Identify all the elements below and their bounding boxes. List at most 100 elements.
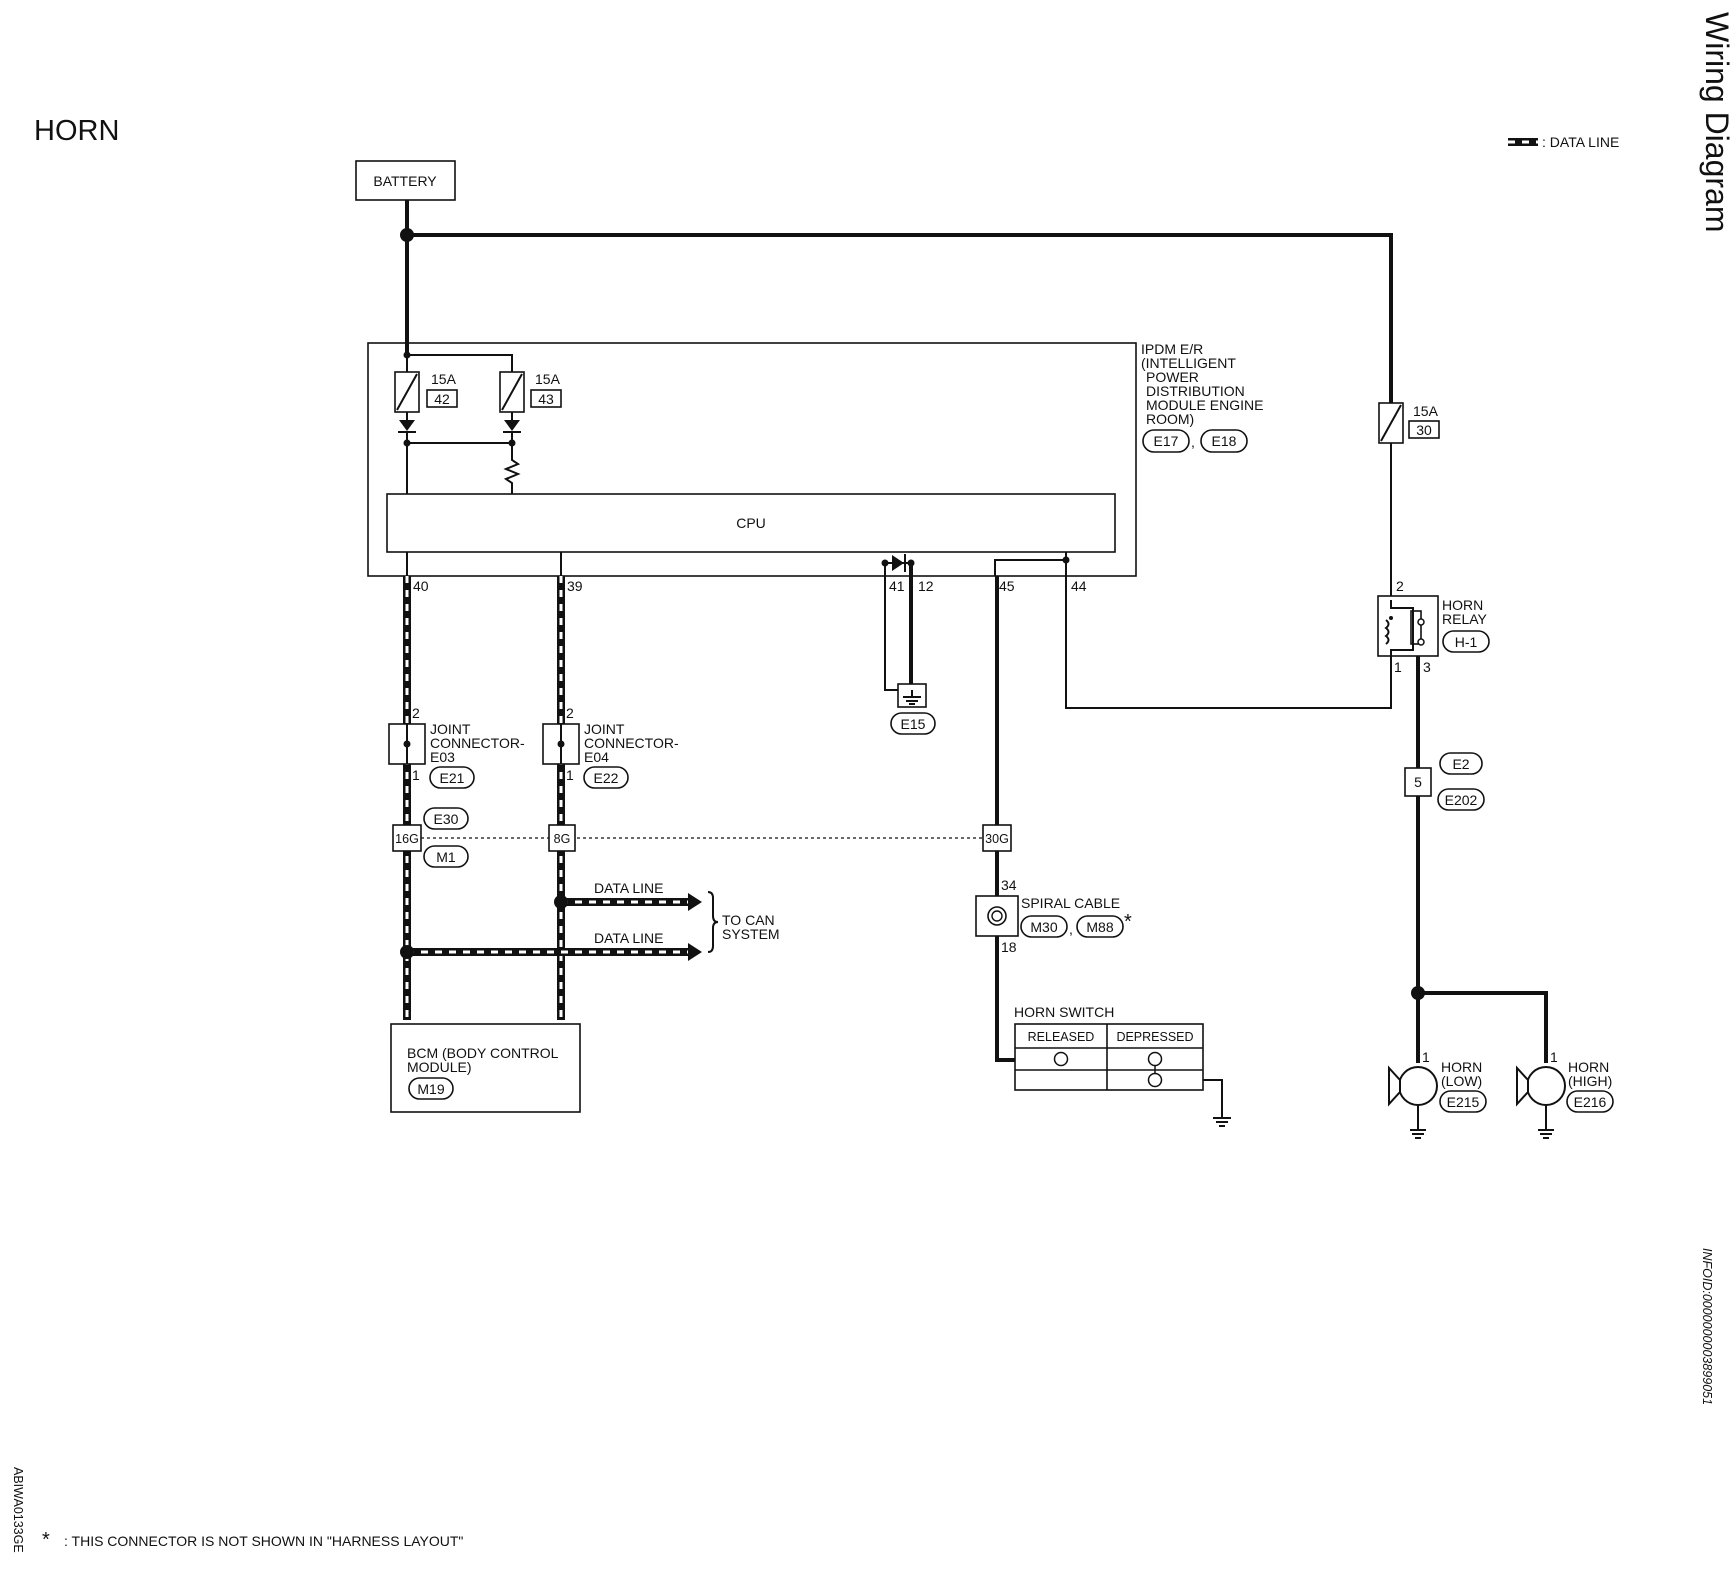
relay-terminal-3: 3 bbox=[1423, 659, 1431, 675]
ipdm-label-5: MODULE ENGINE bbox=[1146, 397, 1263, 413]
svg-text:2: 2 bbox=[566, 705, 574, 721]
can-data-lines: DATA LINE DATA LINE TO CAN SYSTEM bbox=[400, 576, 780, 1020]
svg-text:2: 2 bbox=[412, 705, 420, 721]
spiral-cable: SPIRAL CABLE M30 , M88 * bbox=[975, 895, 1132, 938]
horn-high-conn: E216 bbox=[1574, 1094, 1607, 1110]
figure-code: ABIWA0133GE bbox=[11, 1467, 25, 1553]
svg-text:30: 30 bbox=[1416, 422, 1432, 438]
page-title: HORN bbox=[34, 115, 119, 147]
svg-text:15A: 15A bbox=[535, 371, 561, 387]
harness-connector-e30-m1: E30 M1 16G 8G 30G bbox=[392, 807, 1012, 868]
ground-e15-conn: E15 bbox=[901, 716, 926, 732]
section-title: Wiring Diagram bbox=[1699, 12, 1734, 232]
cpu-label: CPU bbox=[736, 515, 766, 531]
svg-text:E17: E17 bbox=[1154, 433, 1179, 449]
horn-relay-label-2: RELAY bbox=[1442, 611, 1488, 627]
spiral-cable-label: SPIRAL CABLE bbox=[1021, 895, 1120, 911]
joint-e03-label-3: E03 bbox=[430, 749, 455, 765]
terminal-41: 41 bbox=[889, 578, 905, 594]
svg-text:M1: M1 bbox=[436, 849, 456, 865]
svg-text:1: 1 bbox=[412, 767, 420, 783]
bcm-module: 79 78 BCM (BODY CONTROL MODULE) M19 bbox=[390, 1023, 581, 1113]
joint-e04-label-1: JOINT bbox=[584, 721, 625, 737]
ipdm-module: IPDM E/R (INTELLIGENT POWER DISTRIBUTION… bbox=[367, 341, 1263, 577]
battery: BATTERY bbox=[355, 160, 456, 201]
joint-connector-e04: 2 1 JOINT CONNECTOR- E04 E22 bbox=[542, 705, 679, 789]
ground-e15: E15 bbox=[884, 563, 936, 735]
relay-terminal-1: 1 bbox=[1394, 659, 1402, 675]
terminal-45: 45 bbox=[999, 578, 1015, 594]
joint-e03-conn: E21 bbox=[440, 770, 465, 786]
connector-e18: E18 bbox=[1200, 429, 1248, 453]
joint-e04-label-3: E04 bbox=[584, 749, 609, 765]
battery-label: BATTERY bbox=[373, 173, 437, 189]
ipdm-label-4: DISTRIBUTION bbox=[1146, 383, 1245, 399]
inline-connector-e2: E2 5 E202 bbox=[1404, 752, 1485, 811]
bcm-conn: M19 bbox=[417, 1081, 444, 1097]
horn-relay-conn: H-1 bbox=[1455, 634, 1478, 650]
footnote-star: * bbox=[42, 1529, 50, 1551]
harness-pin-16g: 16G bbox=[395, 832, 419, 846]
horn-high-label-2: (HIGH) bbox=[1568, 1073, 1612, 1089]
svg-text:*: * bbox=[1124, 911, 1132, 933]
horn-switch-depressed: DEPRESSED bbox=[1116, 1030, 1193, 1044]
svg-text:1: 1 bbox=[1550, 1049, 1558, 1065]
connector-e17: E17 bbox=[1142, 429, 1190, 453]
cpu-block: CPU bbox=[386, 493, 1116, 553]
horn-low-label-1: HORN bbox=[1441, 1059, 1482, 1075]
ipdm-conn-sep: , bbox=[1191, 434, 1195, 450]
ipdm-label-6: ROOM) bbox=[1146, 411, 1194, 427]
spiral-conn-m30: M30 bbox=[1030, 919, 1057, 935]
horn-high: 1 HORN (HIGH) E216 bbox=[1516, 1049, 1614, 1139]
horn-high-label-1: HORN bbox=[1568, 1059, 1609, 1075]
terminal-12: 12 bbox=[918, 578, 934, 594]
horn-switch: HORN SWITCH RELEASED DEPRESSED bbox=[1014, 1004, 1231, 1127]
bcm-label-1: BCM (BODY CONTROL bbox=[407, 1045, 559, 1061]
svg-text:43: 43 bbox=[538, 391, 554, 407]
data-line-label-1: DATA LINE bbox=[594, 880, 664, 896]
bcm-label-2: MODULE) bbox=[407, 1059, 472, 1075]
svg-text:15A: 15A bbox=[431, 371, 457, 387]
horn-switch-released: RELEASED bbox=[1028, 1030, 1095, 1044]
terminal-39: 39 bbox=[567, 578, 583, 594]
horn-low-label-2: (LOW) bbox=[1441, 1073, 1482, 1089]
terminal-44: 44 bbox=[1071, 578, 1087, 594]
svg-text:E2: E2 bbox=[1452, 756, 1469, 772]
svg-text:E18: E18 bbox=[1212, 433, 1237, 449]
data-line-legend: : DATA LINE bbox=[1508, 134, 1619, 150]
horn-relay: HORN RELAY H-1 bbox=[1377, 595, 1490, 657]
legend-label: : DATA LINE bbox=[1542, 134, 1619, 150]
fuse-43: 15A 43 bbox=[499, 371, 562, 413]
joint-e03-label-2: CONNECTOR- bbox=[430, 735, 525, 751]
svg-text:1: 1 bbox=[1422, 1049, 1430, 1065]
horn-low: 1 HORN (LOW) E215 bbox=[1388, 1049, 1487, 1139]
fuse-30: 15A 30 bbox=[1378, 402, 1440, 444]
harness-pin-8g: 8G bbox=[554, 832, 571, 846]
joint-e04-label-2: CONNECTOR- bbox=[584, 735, 679, 751]
joint-e04-conn: E22 bbox=[594, 770, 619, 786]
joint-connector-e03: 2 1 JOINT CONNECTOR- E03 E21 bbox=[388, 705, 525, 789]
ipdm-label-1: IPDM E/R bbox=[1141, 341, 1203, 357]
spiral-conn-m88: M88 bbox=[1086, 919, 1113, 935]
svg-text:E30: E30 bbox=[434, 811, 459, 827]
horn-switch-label: HORN SWITCH bbox=[1014, 1004, 1114, 1020]
svg-text:5: 5 bbox=[1414, 774, 1422, 790]
document-id: INFOID:0000000003899051 bbox=[1700, 1248, 1714, 1405]
svg-text:,: , bbox=[1069, 921, 1073, 937]
spiral-terminal-18: 18 bbox=[1001, 939, 1017, 955]
ipdm-label-3: POWER bbox=[1146, 369, 1199, 385]
terminal-40: 40 bbox=[413, 578, 429, 594]
svg-text:1: 1 bbox=[566, 767, 574, 783]
horn-low-conn: E215 bbox=[1447, 1094, 1480, 1110]
footnote-text: : THIS CONNECTOR IS NOT SHOWN IN "HARNES… bbox=[64, 1533, 463, 1549]
to-can-label-1: TO CAN bbox=[722, 912, 775, 928]
ipdm-label-2: (INTELLIGENT bbox=[1141, 355, 1236, 371]
fuse-42: 15A 42 bbox=[394, 371, 458, 413]
harness-pin-30g: 30G bbox=[985, 832, 1009, 846]
horn-relay-label-1: HORN bbox=[1442, 597, 1483, 613]
svg-text:15A: 15A bbox=[1413, 403, 1439, 419]
svg-text:42: 42 bbox=[434, 391, 450, 407]
svg-text:E202: E202 bbox=[1445, 792, 1478, 808]
joint-e03-label-1: JOINT bbox=[430, 721, 471, 737]
